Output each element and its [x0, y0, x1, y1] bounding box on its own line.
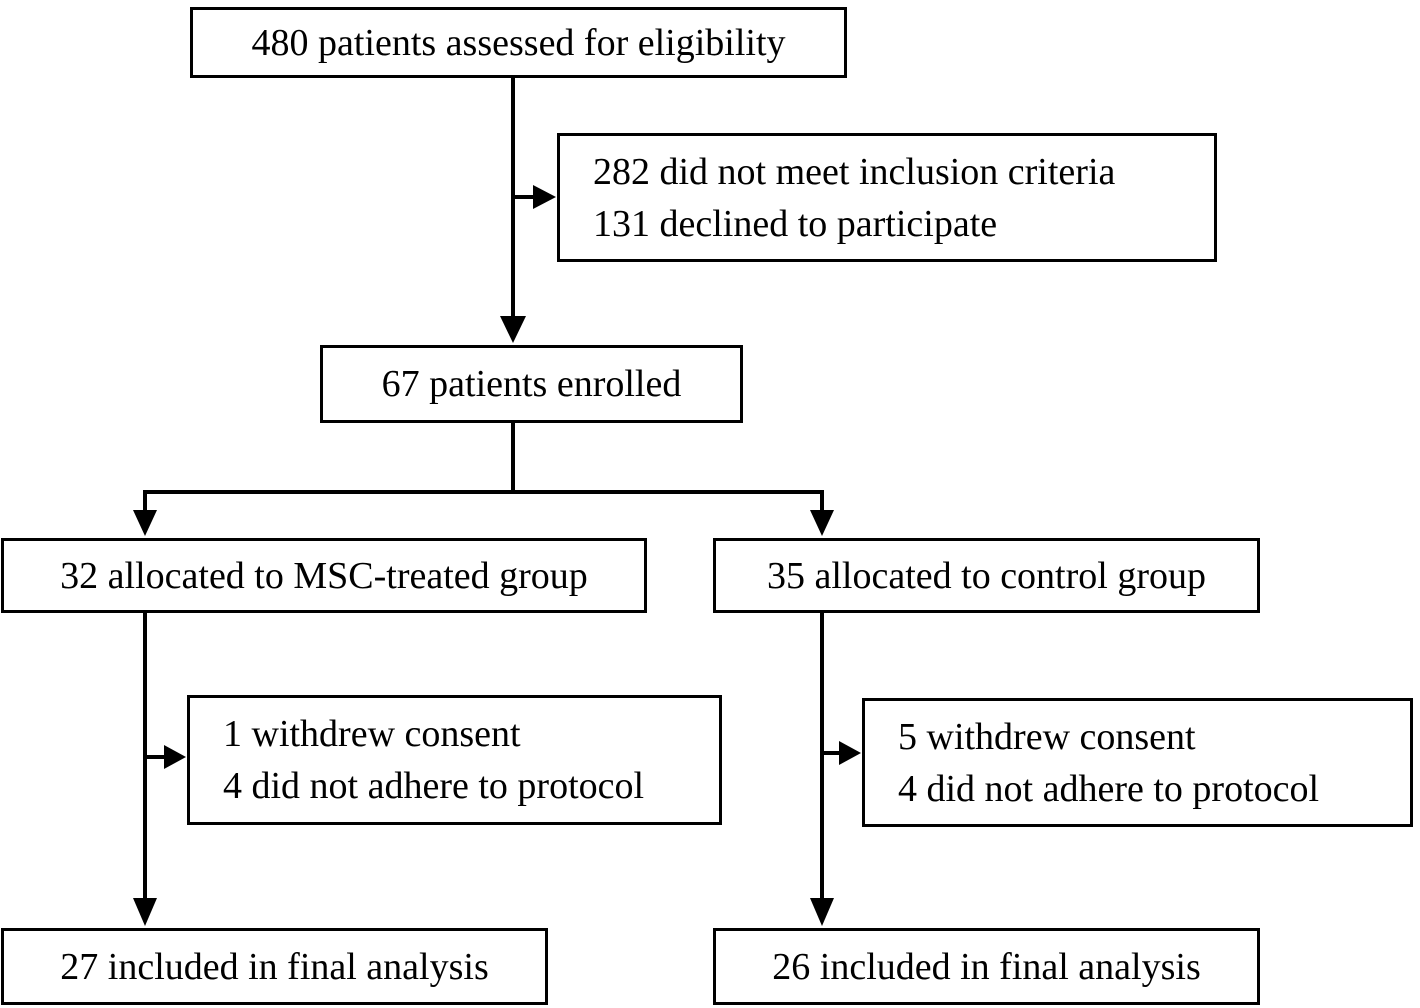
- box-control-group: 35 allocated to control group: [713, 538, 1260, 613]
- box-text: 26 included in final analysis: [772, 945, 1201, 988]
- box-msc-withdrawals: 1 withdrew consent 4 did not adhere to p…: [187, 695, 722, 825]
- arrowhead-icon: [133, 510, 157, 536]
- box-enrolled: 67 patients enrolled: [320, 345, 743, 423]
- arrowhead-icon: [810, 898, 834, 926]
- box-text: 32 allocated to MSC-treated group: [60, 554, 588, 597]
- box-assessed-for-eligibility: 480 patients assessed for eligibility: [190, 7, 847, 78]
- connector-assessed-to-enrolled: [500, 78, 556, 343]
- box-text: 4 did not adhere to protocol: [898, 767, 1320, 810]
- arrowhead-icon: [533, 185, 556, 209]
- box-text: 480 patients assessed for eligibility: [251, 21, 786, 64]
- arrowhead-icon: [164, 745, 186, 769]
- box-control-final-analysis: 26 included in final analysis: [713, 928, 1260, 1005]
- connector-enrolled-split: [133, 423, 834, 536]
- arrowhead-icon: [500, 316, 526, 343]
- box-text: 67 patients enrolled: [381, 363, 682, 405]
- box-text: 35 allocated to control group: [767, 554, 1206, 597]
- box-control-withdrawals: 5 withdrew consent 4 did not adhere to p…: [862, 698, 1413, 827]
- box-excluded: 282 did not meet inclusion criteria 131 …: [557, 133, 1217, 262]
- box-text: 27 included in final analysis: [60, 945, 489, 988]
- box-text: 282 did not meet inclusion criteria: [593, 150, 1116, 193]
- box-text: 131 declined to participate: [593, 202, 998, 245]
- box-text: 4 did not adhere to protocol: [223, 765, 645, 807]
- arrowhead-icon: [839, 741, 861, 765]
- arrowhead-icon: [133, 898, 157, 926]
- box-text: 1 withdrew consent: [223, 713, 521, 755]
- arrowhead-icon: [810, 510, 834, 536]
- connector-control-branch: [810, 613, 861, 926]
- box-text: 5 withdrew consent: [898, 715, 1196, 758]
- connector-msc-branch: [133, 613, 186, 926]
- box-msc-treated-group: 32 allocated to MSC-treated group: [1, 538, 647, 613]
- box-msc-final-analysis: 27 included in final analysis: [1, 928, 548, 1005]
